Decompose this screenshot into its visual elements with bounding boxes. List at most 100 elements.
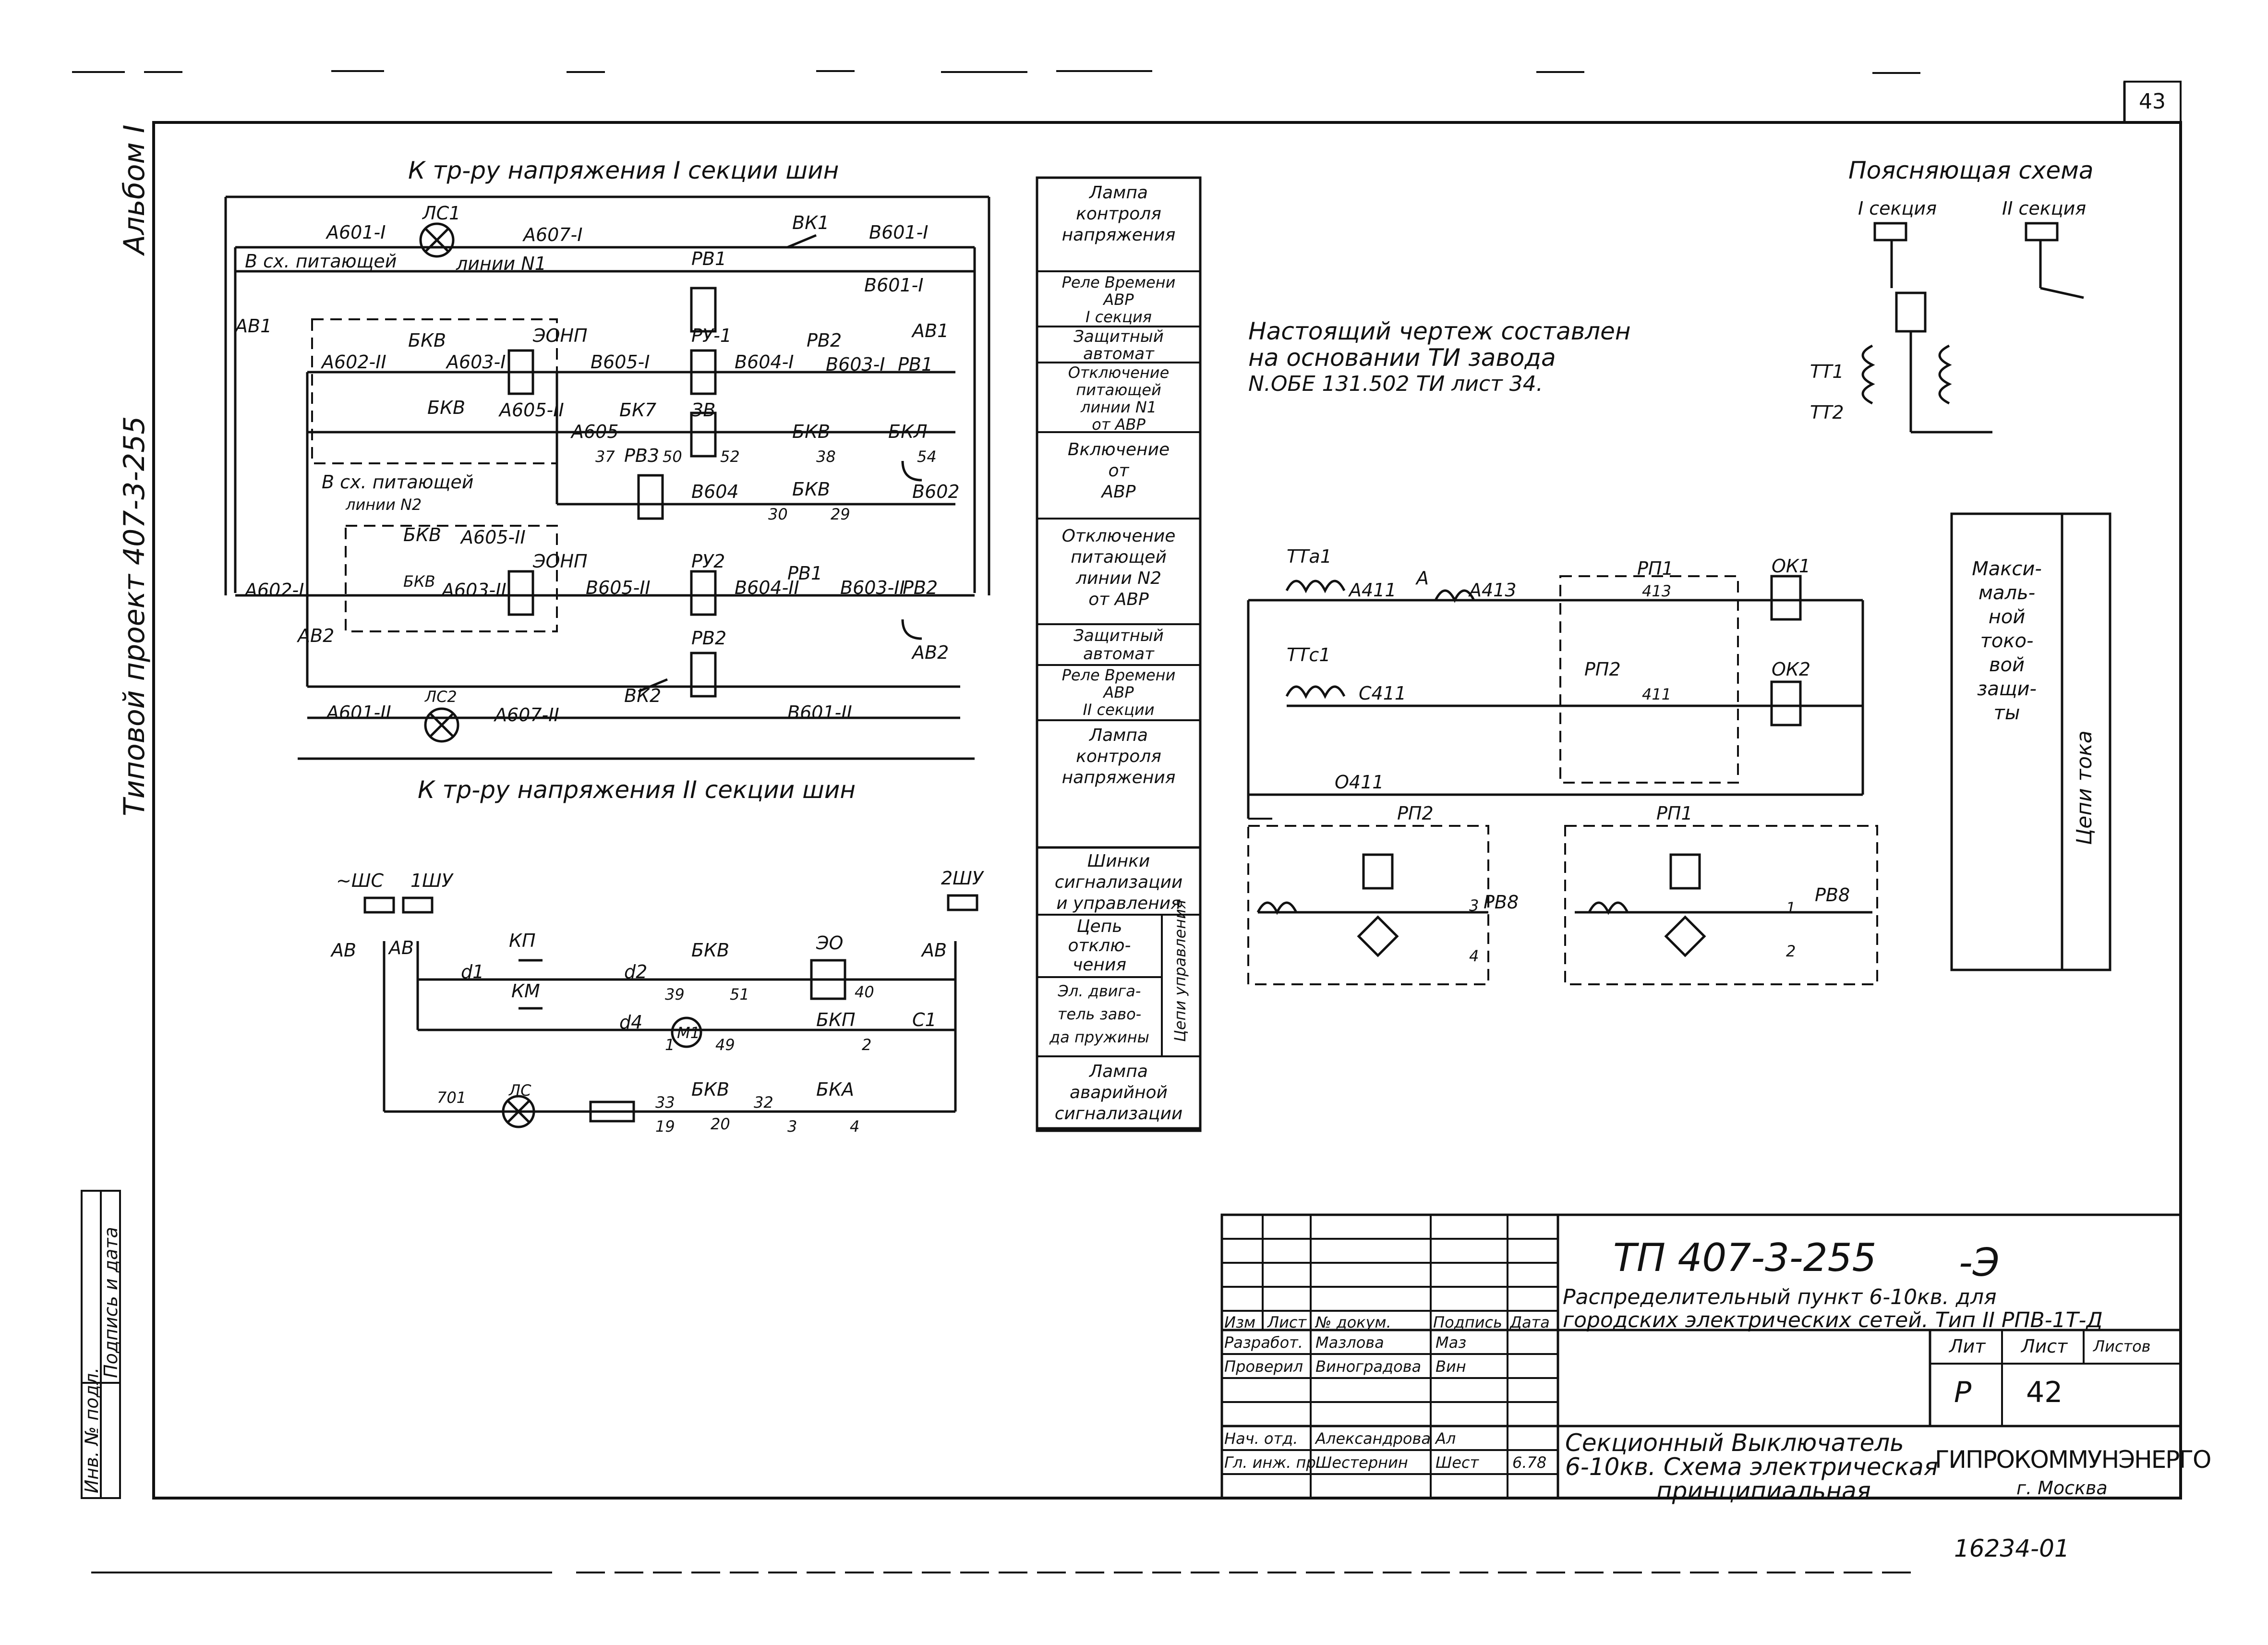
stamp-sign-date-label: Подпись и дата (100, 1227, 121, 1378)
label-shs: ~ШС (336, 870, 384, 891)
label-av-l2: АВ (389, 937, 414, 958)
label-rv1-b: РВ1 (898, 354, 933, 375)
label-av2-left: АВ2 (298, 625, 335, 646)
label-d4: d4 (619, 1012, 643, 1033)
sheet-head: Лист (2021, 1336, 2068, 1357)
label-n30: 30 (768, 505, 788, 523)
label-a413: А413 (1469, 580, 1517, 601)
label-shu1: 1ШУ (410, 870, 453, 891)
name-2: Виноградова (1315, 1357, 1422, 1376)
label-b601-1a: В601-I (869, 222, 929, 243)
label-vk2: ВК2 (624, 685, 662, 706)
col-head-doc: № докум. (1315, 1313, 1391, 1331)
date-value: 6.78 (1512, 1453, 1547, 1472)
label-bkv-4: БКВ (792, 479, 831, 500)
label-rv1-c: РВ1 (787, 563, 823, 584)
label-n37: 37 (595, 448, 615, 466)
title-block-grid (1220, 1213, 2182, 1500)
label-n40: 40 (855, 983, 874, 1001)
drawing-code-suffix: -Э (1959, 1240, 2000, 1285)
label-b601-2: В601-II (787, 702, 852, 723)
func-row-off-line2: Отключение питающей линии N2 от АВР (1062, 526, 1176, 609)
label-liniya2: линии N2 (346, 496, 422, 514)
label-lc2: ЛС2 (425, 688, 457, 706)
label-n52: 52 (720, 448, 740, 466)
sign-4: Шест (1436, 1453, 1479, 1472)
label-c411: С411 (1359, 683, 1407, 704)
drawing-title-1: Секционный Выключатель (1565, 1429, 1904, 1457)
label-a601-1: А601-I (326, 222, 386, 243)
label-c1: С1 (912, 1009, 937, 1030)
label-a605-2b: А605-II (461, 527, 526, 548)
org-city: г. Москва (2016, 1477, 2108, 1499)
col-head-list: Лист (1267, 1313, 1307, 1331)
role-2: Проверил (1224, 1357, 1303, 1376)
label-n1b: 1 (1786, 899, 1796, 917)
org-name: ГИПРОКОММУНЭНЕРГО (1935, 1446, 2211, 1474)
legend-current-circuits: Цепи тока (2072, 730, 2097, 845)
label-a603-1: А603-I (446, 351, 506, 373)
aux-tt1: ТТ1 (1810, 361, 1844, 382)
label-a603-2: А603-II (442, 580, 507, 601)
label-rp2-top: РП2 (1584, 659, 1621, 680)
name-1: Мазлова (1315, 1333, 1384, 1352)
label-bkv-5: БКВ (403, 524, 442, 545)
label-bkv-3: БКВ (792, 421, 831, 442)
label-av1-left: АВ1 (235, 315, 272, 337)
label-rv1: РВ1 (691, 248, 727, 269)
label-ok1: ОК1 (1772, 556, 1811, 577)
label-rv3: РВ3 (624, 445, 660, 466)
project-line-1: Распределительный пункт 6-10кв. для (1563, 1285, 1997, 1309)
project-line-2: городских электрических сетей. Тип II РП… (1563, 1308, 2103, 1332)
func-row-relay-1: Реле Времени АВР I секция (1062, 273, 1176, 326)
func-row-on-avr: Включение от АВР (1067, 440, 1170, 502)
func2-row-buses: Шинки сигнализации и управления (1054, 851, 1183, 913)
label-av2-right: АВ2 (912, 642, 949, 663)
label-lc-ctrl: ЛС (509, 1081, 531, 1100)
label-vk1: ВК1 (792, 212, 830, 233)
func-row-autom-1: Защитный автомат (1074, 327, 1164, 363)
label-km: КМ (511, 980, 540, 1002)
bottom-registration-number: 16234-01 (1954, 1535, 2070, 1562)
label-bka: БКА (816, 1079, 855, 1100)
label-rp1-top: РП1 (1637, 558, 1674, 579)
col-head-izm: Изм (1224, 1313, 1256, 1331)
sign-3: Ал (1436, 1429, 1456, 1448)
bus-top-caption: К тр-ру напряжения I секции шин (408, 157, 839, 184)
label-n50: 50 (663, 448, 682, 466)
sign-1: Маз (1436, 1333, 1467, 1352)
label-rv2-c: РВ2 (691, 628, 727, 649)
label-n2b: 2 (1786, 942, 1796, 960)
name-4: Шестернин (1315, 1453, 1408, 1472)
aux-sec2: II секция (2002, 198, 2087, 219)
label-n54: 54 (917, 448, 937, 466)
label-bkp: БКП (816, 1009, 856, 1030)
label-b601-1b: В601-I (864, 275, 924, 296)
role-4: Гл. инж. пр. (1224, 1453, 1321, 1472)
main-frame (152, 121, 2182, 1500)
label-b603-2: В603-II (840, 577, 905, 598)
label-bkl: БКЛ (888, 421, 928, 442)
label-bkv-ctrl2: БКВ (691, 1079, 730, 1100)
aux-diagram-lines (1861, 222, 2084, 434)
label-rv2-b: РВ2 (903, 577, 938, 598)
function-table-1-grid (1036, 176, 1202, 1130)
func-row-off-line1: Отключение питающей линии N1 от АВР (1068, 363, 1170, 434)
func2-row-motor: Эл. двига- тель заво- да пружины (1050, 982, 1149, 1046)
label-n29: 29 (831, 505, 850, 523)
label-b605-1: В605-I (591, 351, 650, 373)
label-n38: 38 (816, 448, 836, 466)
label-bkv-1: БКВ (408, 330, 446, 351)
sheets-head: Листов (2093, 1337, 2151, 1355)
aux-tt2: ТТ2 (1810, 402, 1844, 423)
label-eo: ЭО (816, 932, 844, 954)
label-zv: ЗВ (691, 399, 716, 421)
role-3: Нач. отд. (1224, 1429, 1298, 1448)
label-eo-np2: ЭОНП (533, 551, 588, 572)
function-table-2-grid (1036, 846, 1202, 1132)
func2-row-trip: Цепь отклю- чения (1068, 917, 1131, 975)
label-a: А (1416, 568, 1429, 589)
label-ttc1: ТТс1 (1287, 644, 1331, 665)
label-n701: 701 (437, 1089, 467, 1107)
